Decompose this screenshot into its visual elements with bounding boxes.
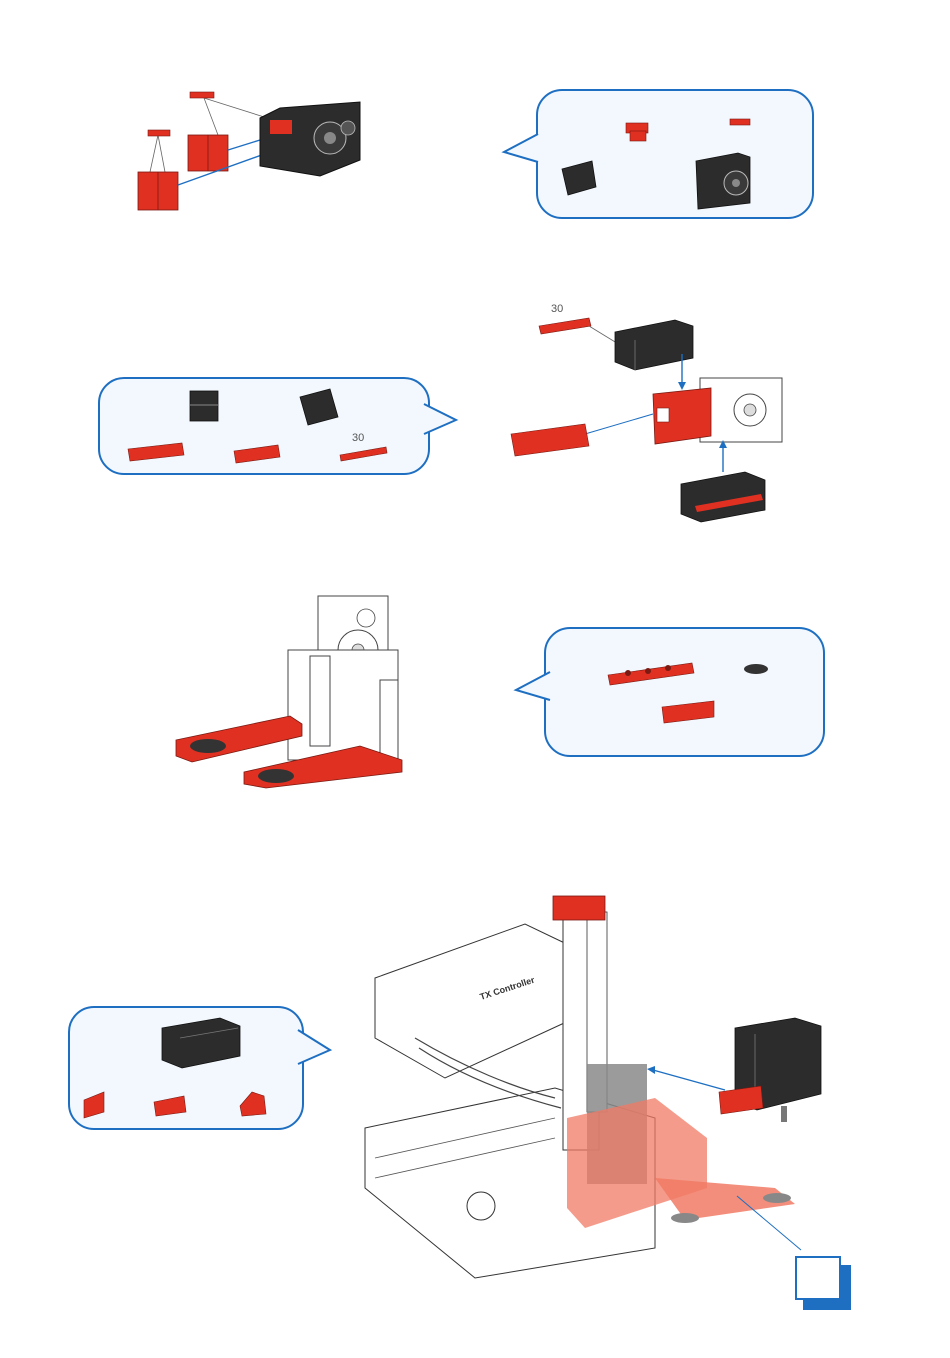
part-black-block (190, 391, 218, 421)
step-2-parts-bubble: 30 (98, 377, 430, 475)
part-red-connector (154, 1096, 186, 1116)
part-red-angle (84, 1092, 104, 1118)
part-pin (730, 119, 750, 125)
bubble-4-pointer (296, 1026, 336, 1070)
svg-text:30: 30 (551, 303, 563, 315)
part-strut-30 (340, 447, 387, 461)
part-black-clip (300, 389, 338, 425)
part-black-clip (562, 161, 596, 195)
page-number-box (795, 1256, 841, 1300)
bubble-1-pointer (500, 130, 540, 170)
step-4-parts-bubble (68, 1006, 304, 1130)
part-red-plate (128, 443, 184, 461)
step-3-parts-bubble (544, 627, 825, 757)
step-3-assembly (170, 590, 420, 800)
step-1-assembly (120, 80, 500, 240)
part-red-plate-long (608, 663, 694, 685)
bubble-2-pointer (422, 400, 462, 444)
part-black-disc (744, 664, 768, 674)
step-1-parts-bubble (536, 89, 814, 219)
part-red-block (662, 701, 714, 723)
part-black-block-large (162, 1018, 240, 1068)
part-red-base (234, 445, 280, 463)
step-4-assembly: TX Controller (355, 888, 835, 1288)
step-2-assembly: 30 (505, 296, 795, 536)
part-length-label: 30 (352, 432, 364, 444)
bubble-3-pointer (512, 668, 552, 708)
part-red-support (240, 1092, 266, 1116)
